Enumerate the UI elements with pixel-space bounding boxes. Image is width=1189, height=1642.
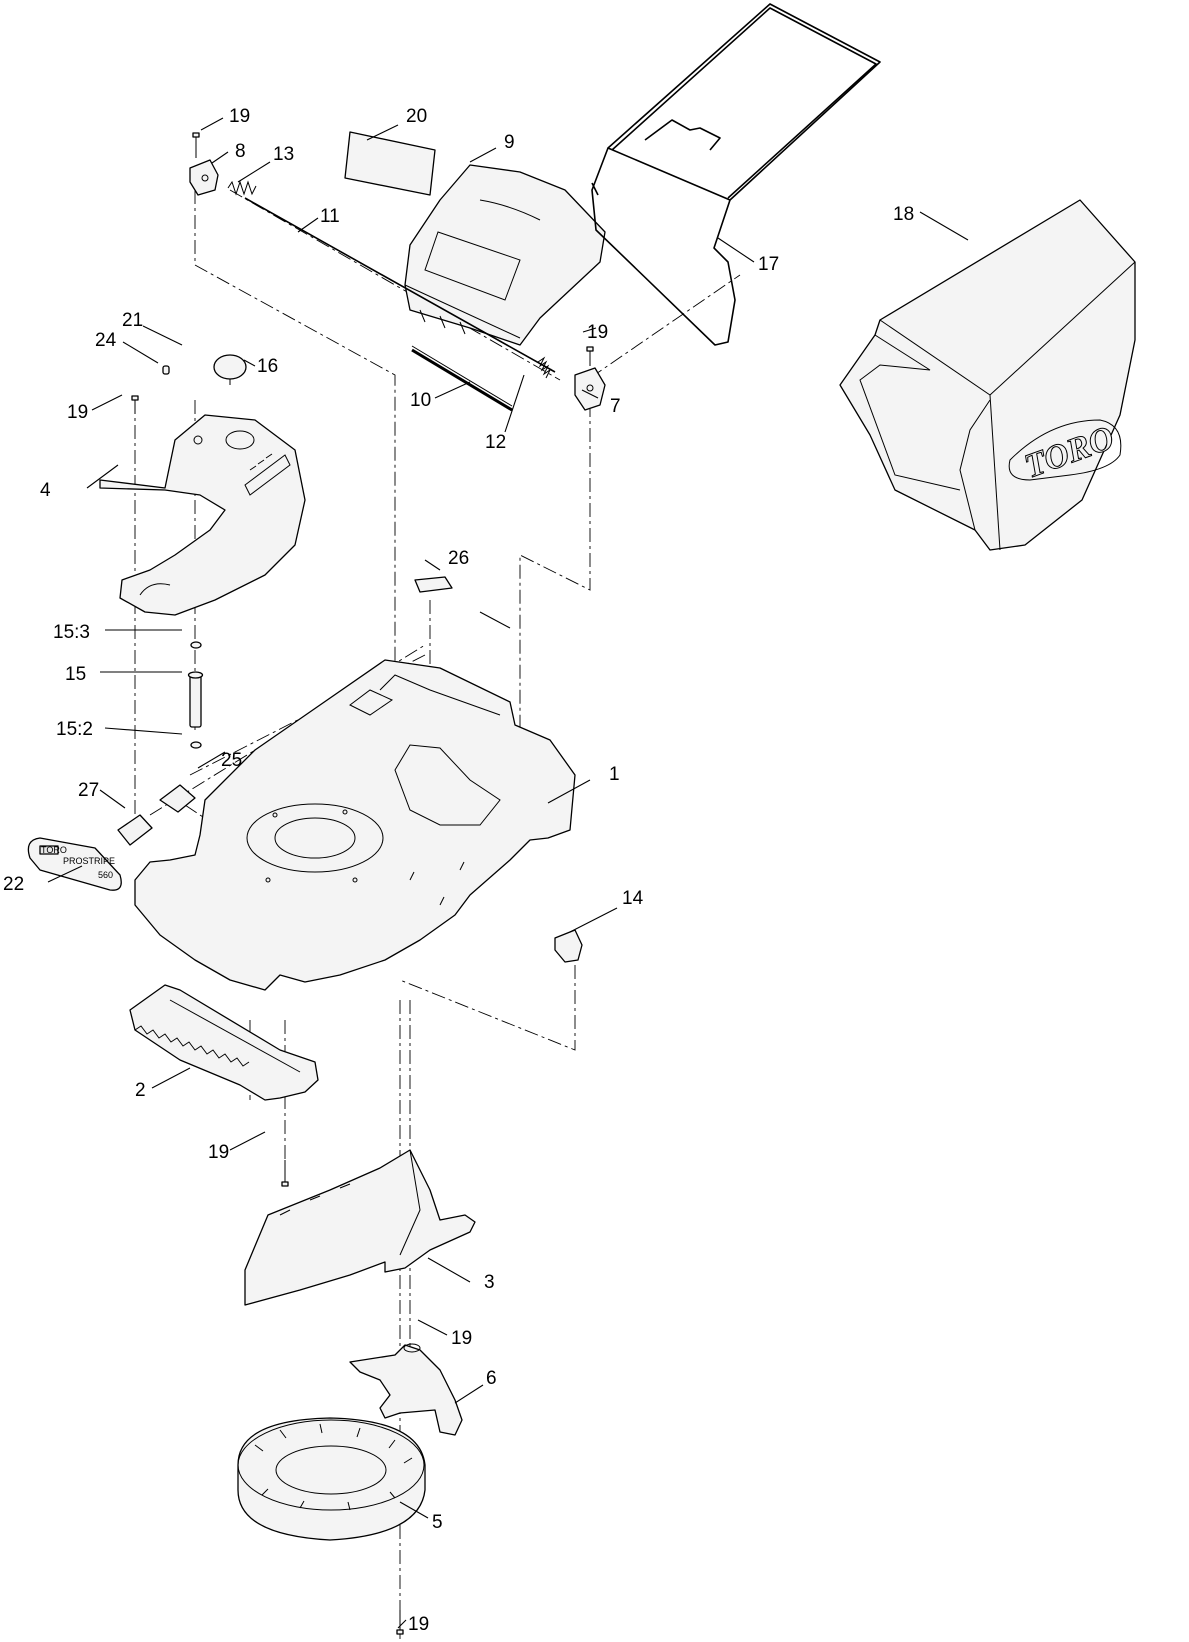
part-11-rod (244, 197, 556, 373)
callout-3: 3 (484, 1272, 495, 1293)
callout-19-top: 19 (229, 106, 250, 127)
callout-20: 20 (406, 106, 427, 127)
callout-1: 1 (609, 764, 620, 785)
callout-16: 16 (257, 356, 278, 377)
callout-13: 13 (273, 144, 294, 165)
part-15-3-washer (190, 641, 202, 649)
callout-18: 18 (893, 204, 914, 225)
part-24-pin (162, 365, 170, 375)
callout-12: 12 (485, 432, 506, 453)
callout-19-nose: 19 (208, 1142, 229, 1163)
callout-19-right: 19 (587, 322, 608, 343)
screw-19-nose (281, 1160, 289, 1187)
part-15-axle (187, 671, 204, 728)
callout-25: 25 (221, 750, 242, 771)
part-25-pad (159, 784, 196, 813)
callout-24: 24 (95, 330, 117, 351)
part-7-bracket (574, 367, 606, 411)
callout-7: 7 (610, 396, 621, 417)
screw-19-top (192, 132, 200, 158)
part-20-decal (344, 131, 436, 196)
part-2-front-bumper (129, 984, 319, 1101)
callout-15-2: 15:2 (56, 719, 93, 740)
part-4-rear-hood (99, 414, 306, 616)
part-5-ring (237, 1417, 426, 1541)
callouts: 1 2 3 4 5 6 7 8 9 10 11 12 13 14 15 15:2… (3, 106, 914, 1635)
callout-4: 4 (40, 480, 51, 501)
callout-14: 14 (622, 888, 644, 909)
callout-26: 26 (448, 548, 469, 569)
part-13-spring (227, 180, 257, 196)
part-15-2-washer (190, 741, 202, 749)
part-9-cover (404, 164, 606, 346)
decal-number-text: 560 (98, 870, 113, 880)
callout-8: 8 (235, 141, 246, 162)
part-1-deck (134, 659, 576, 991)
callout-27: 27 (78, 780, 99, 801)
part-8-bracket (189, 159, 219, 196)
callout-22: 22 (3, 874, 24, 895)
callout-15: 15 (65, 664, 86, 685)
callout-2: 2 (135, 1080, 146, 1101)
part-16-cap (213, 354, 247, 385)
part-12-spring (537, 356, 552, 379)
callout-10: 10 (410, 390, 431, 411)
callout-17: 17 (758, 254, 779, 275)
callout-15-3: 15:3 (53, 622, 90, 643)
part-26-decal (414, 576, 453, 593)
screw-19-bottom (396, 1610, 404, 1635)
part-27-pad (117, 814, 153, 846)
part-6-baffle (349, 1343, 463, 1436)
part-10-rod (411, 345, 513, 412)
part-18-grass-bag: TORO (839, 199, 1136, 551)
callout-19-bottom: 19 (408, 1614, 429, 1635)
callout-19-left: 19 (67, 402, 88, 423)
screw-19-left (131, 395, 139, 414)
callout-19-chute: 19 (451, 1328, 472, 1349)
decal-brand-text: TORO (41, 845, 67, 855)
callout-9: 9 (504, 132, 515, 153)
callout-21: 21 (122, 310, 143, 331)
part-3-discharge-chute (244, 1149, 476, 1306)
callout-6: 6 (486, 1368, 497, 1389)
callout-11: 11 (320, 206, 340, 227)
part-14-bracket (554, 929, 583, 963)
callout-5: 5 (432, 1512, 443, 1533)
leader-lines (47, 117, 969, 1629)
part-22-decal-plate: TORO PROSTRIPE 560 (27, 837, 122, 891)
decal-model-text: PROSTRIPE (63, 856, 115, 866)
part-17-bag-frame (591, 3, 881, 346)
screw-19-right (586, 346, 594, 366)
